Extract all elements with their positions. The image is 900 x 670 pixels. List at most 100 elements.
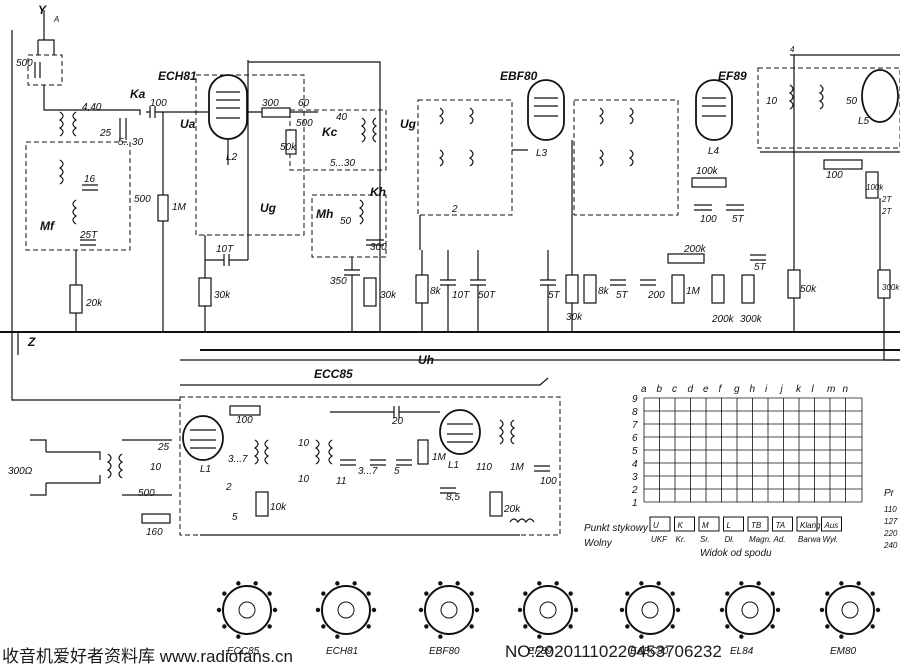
socket-pin (267, 591, 272, 596)
c100a-label: 100 (150, 98, 167, 109)
ka-label: Ka (130, 87, 146, 101)
r100-label: 100 (826, 170, 843, 181)
l5-label: L5 (858, 116, 870, 127)
caption-wolny: Wolny (584, 538, 613, 549)
voltage-240: 240 (883, 541, 898, 550)
band-box-3 (723, 516, 744, 532)
socket-center (741, 601, 759, 619)
ech81-title: ECH81 (158, 69, 197, 83)
mh-label: Mh (316, 207, 333, 221)
socket-pin (670, 591, 675, 596)
socket-pin (352, 581, 357, 586)
table-col-b: b (657, 384, 663, 395)
socket-ef89 (523, 585, 573, 635)
band-box-2 (698, 516, 720, 532)
eabc80-tube (861, 69, 899, 123)
c85-label: 8,5 (446, 492, 460, 503)
socket-pin (819, 607, 825, 613)
socket-pin (756, 581, 761, 586)
r300k2-label: 300k (882, 283, 900, 292)
uh-label: Uh (418, 353, 434, 367)
band-name: Barwa (798, 535, 821, 544)
c200-label: 200 (647, 290, 665, 301)
kc-label: Kc (322, 125, 338, 139)
band-code: L (727, 521, 731, 530)
ug-label-2: Ug (400, 117, 417, 131)
ua-label: Ua (180, 117, 196, 131)
socket-pin (335, 581, 340, 586)
c5tb-label: 5T (616, 290, 629, 301)
ef89-l4-label: L4 (708, 146, 720, 157)
socket-pin (554, 581, 559, 586)
socket-pin (335, 634, 340, 639)
table-col-n: n (843, 384, 849, 395)
socket-pin (568, 591, 573, 596)
ech81-tube (208, 74, 248, 140)
ech81-stage: ECH81 L2 Ua 300 Ug 10T 30k (158, 60, 381, 332)
antenna-input-section: Y A 500 4,40 25 5...30 Mf 16 25T 20k Ka … (0, 3, 900, 401)
pin4-label: 4 (790, 45, 795, 54)
table-col-d: d (688, 384, 694, 395)
r8kb-label: 8k (598, 286, 610, 297)
socket-pin (424, 591, 429, 596)
detector-section: 10 50 L5 100 100k 2T 2T 300k 4 (757, 45, 900, 361)
antenna-label: A (53, 15, 59, 24)
socket-pin (625, 591, 630, 596)
socket-label: EL84 (730, 646, 754, 657)
band-name: Wył. (823, 535, 839, 544)
r1mb-label: 1M (686, 286, 701, 297)
socket-pin (870, 624, 875, 629)
socket-pin (739, 634, 744, 639)
socket-pin (725, 624, 730, 629)
socket-center (641, 601, 659, 619)
table-col-c: c (672, 384, 677, 395)
band-name: Ad. (773, 535, 786, 544)
socket-pin (216, 607, 222, 613)
c440-label: 4,40 (82, 102, 102, 113)
ech81-l2-label: L2 (226, 152, 238, 163)
socket-pin (775, 607, 781, 613)
band-name: Sr. (700, 535, 710, 544)
table-col-m: m (827, 384, 835, 395)
socket-pin (469, 624, 474, 629)
socket-pin (573, 607, 579, 613)
socket-pin (418, 607, 424, 613)
kh-label: Kh (370, 185, 386, 199)
c50t-label: 50T (478, 290, 496, 301)
socket-label: EABC80 (630, 646, 669, 657)
r30k-label: 30k (214, 290, 231, 301)
socket-pin (253, 581, 258, 586)
table-row-7: 7 (632, 420, 638, 431)
c300-label: 300 (370, 242, 387, 253)
c530b-label: 5...30 (330, 158, 355, 169)
socket-pin (272, 607, 278, 613)
c5-label: 5 (394, 466, 400, 477)
band-name: Dł. (725, 535, 735, 544)
socket-label: EBF80 (429, 646, 460, 657)
socket-pin (870, 591, 875, 596)
ef89-tube (695, 79, 733, 141)
socket-pin (474, 607, 480, 613)
table-row-1: 1 (632, 498, 638, 509)
socket-pin (236, 634, 241, 639)
c2t-label-2: 2T (881, 207, 892, 216)
c10-label: 10 (766, 96, 778, 107)
socket-label: EM80 (830, 646, 857, 657)
table-col-f: f (719, 384, 723, 395)
r1mc-label: 1M (432, 452, 447, 463)
ug-label: Ug (260, 201, 277, 215)
table-row-5: 5 (632, 446, 638, 457)
c40-label: 40 (336, 112, 348, 123)
c2-label: 2 (451, 204, 458, 215)
socket-pin (366, 591, 371, 596)
c25a-label: 25 (99, 128, 112, 139)
c10b-label: 10 (298, 438, 310, 449)
watermark-left: 收音机爱好者资料库 www.radiofans.cn (2, 647, 293, 666)
mf-label: Mf (40, 219, 55, 233)
band-code: TA (776, 521, 786, 530)
c60-label: 60 (298, 98, 310, 109)
r200kb-label: 200k (711, 314, 735, 325)
socket-pin (856, 581, 861, 586)
ecc85-triode-2 (439, 409, 481, 455)
